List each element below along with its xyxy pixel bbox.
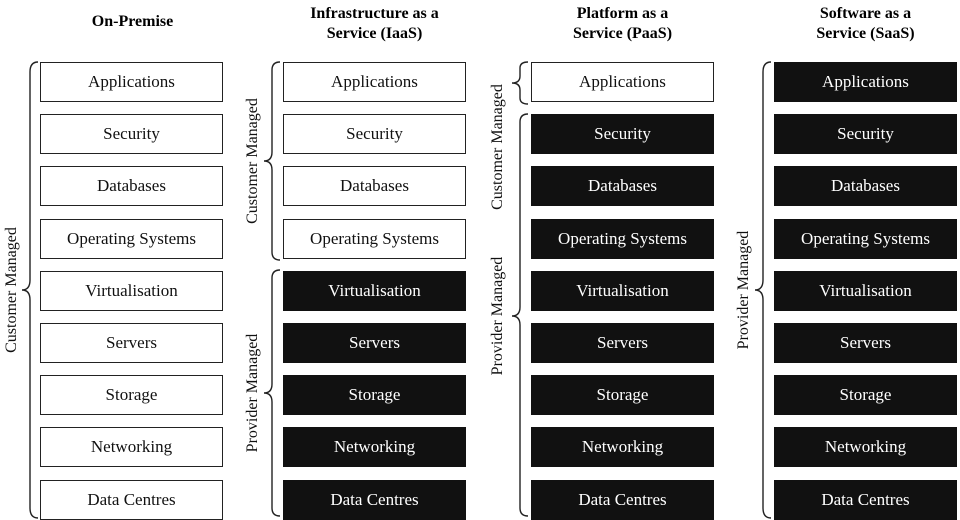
group-label-iaas-customer: Customer Managed (244, 98, 261, 224)
iaas-layer-servers: Servers (283, 323, 466, 363)
on-premise-layer-servers: Servers (40, 323, 223, 363)
brace-iaas-provider (263, 269, 281, 517)
paas-layer-databases: Databases (531, 166, 714, 206)
brace-onprem-customer (21, 61, 39, 519)
iaas-layer-security: Security (283, 114, 466, 154)
column-title-iaas: Infrastructure as a Service (IaaS) (282, 4, 467, 44)
paas-layer-virtualisation: Virtualisation (531, 271, 714, 311)
paas-layer-operating-systems: Operating Systems (531, 219, 714, 259)
paas-layer-applications: Applications (531, 62, 714, 102)
on-premise-layer-databases: Databases (40, 166, 223, 206)
saas-layer-databases: Databases (774, 166, 957, 206)
iaas-layer-operating-systems: Operating Systems (283, 219, 466, 259)
column-title-on-premise: On-Premise (40, 12, 225, 32)
saas-layer-networking: Networking (774, 427, 957, 467)
on-premise-layer-applications: Applications (40, 62, 223, 102)
saas-layer-applications: Applications (774, 62, 957, 102)
on-premise-layer-virtualisation: Virtualisation (40, 271, 223, 311)
column-title-paas: Platform as a Service (PaaS) (530, 4, 715, 44)
paas-layer-networking: Networking (531, 427, 714, 467)
saas-layer-virtualisation: Virtualisation (774, 271, 957, 311)
on-premise-layer-security: Security (40, 114, 223, 154)
saas-layer-data-centres: Data Centres (774, 480, 957, 520)
group-label-saas-provider: Provider Managed (735, 230, 752, 350)
iaas-layer-virtualisation: Virtualisation (283, 271, 466, 311)
saas-layer-servers: Servers (774, 323, 957, 363)
on-premise-layer-storage: Storage (40, 375, 223, 415)
paas-layer-data-centres: Data Centres (531, 480, 714, 520)
group-label-iaas-provider: Provider Managed (244, 333, 261, 453)
paas-layer-servers: Servers (531, 323, 714, 363)
group-label-onprem-customer: Customer Managed (3, 227, 20, 353)
on-premise-layer-data-centres: Data Centres (40, 480, 223, 520)
brace-saas-provider (754, 61, 772, 519)
brace-paas-provider (511, 113, 529, 517)
title-line: Platform as a (576, 5, 669, 22)
saas-layer-operating-systems: Operating Systems (774, 219, 957, 259)
on-premise-layer-operating-systems: Operating Systems (40, 219, 223, 259)
title-line: Infrastructure as a (310, 5, 439, 22)
saas-layer-security: Security (774, 114, 957, 154)
on-premise-layer-networking: Networking (40, 427, 223, 467)
title-line: On-Premise (91, 13, 174, 30)
title-line: Service (PaaS) (572, 25, 673, 42)
paas-layer-storage: Storage (531, 375, 714, 415)
title-line: Service (IaaS) (326, 25, 423, 42)
group-label-paas-customer: Customer Managed (489, 84, 506, 210)
group-label-paas-provider: Provider Managed (489, 256, 506, 376)
saas-layer-storage: Storage (774, 375, 957, 415)
title-line: Software as a (819, 5, 912, 22)
iaas-layer-applications: Applications (283, 62, 466, 102)
paas-layer-security: Security (531, 114, 714, 154)
column-title-saas: Software as a Service (SaaS) (773, 4, 958, 44)
iaas-layer-networking: Networking (283, 427, 466, 467)
brace-iaas-customer (263, 61, 281, 261)
iaas-layer-databases: Databases (283, 166, 466, 206)
brace-paas-customer (511, 61, 529, 105)
title-line: Service (SaaS) (816, 25, 915, 42)
iaas-layer-storage: Storage (283, 375, 466, 415)
iaas-layer-data-centres: Data Centres (283, 480, 466, 520)
